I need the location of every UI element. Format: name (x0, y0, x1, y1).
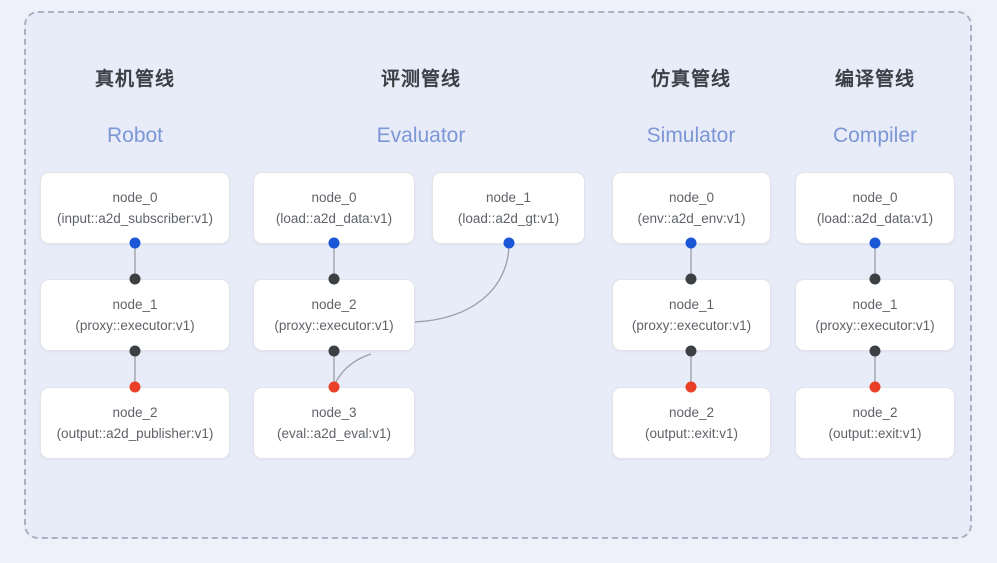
port-input-evaluator-0[interactable] (328, 237, 340, 249)
node-id: node_2 (668, 405, 715, 420)
port-output-compiler-2[interactable] (869, 381, 881, 393)
node-spec: (output::exit:v1) (644, 425, 739, 441)
port-relay-compiler-1a[interactable] (869, 273, 881, 285)
node-spec: (input::a2d_subscriber:v1) (56, 210, 214, 226)
node-id: node_2 (311, 297, 357, 312)
port-relay-simulator-1b[interactable] (685, 345, 697, 357)
node-compiler-1[interactable]: node_1 (proxy::executor:v1) (795, 279, 955, 351)
port-relay-robot-1b[interactable] (129, 345, 141, 357)
port-relay-simulator-1a[interactable] (685, 273, 697, 285)
node-id: node_0 (668, 190, 715, 205)
column-subtitle-compiler: Compiler (832, 124, 918, 147)
node-id: node_1 (485, 190, 532, 205)
node-robot-1[interactable]: node_1 (proxy::executor:v1) (40, 279, 230, 351)
column-title-compiler: 编译管线 (834, 69, 915, 90)
node-id: node_0 (112, 190, 158, 205)
node-spec: (load::a2d_data:v1) (275, 210, 393, 226)
node-id: node_3 (311, 405, 357, 420)
node-spec: (env::a2d_env:v1) (637, 210, 746, 226)
column-subtitle-simulator: Simulator (646, 124, 736, 147)
node-spec: (proxy::executor:v1) (274, 317, 394, 333)
node-id: node_2 (112, 405, 158, 420)
node-simulator-2[interactable]: node_2 (output::exit:v1) (612, 387, 771, 459)
node-evaluator-2[interactable]: node_2 (proxy::executor:v1) (253, 279, 415, 351)
port-relay-evaluator-2b[interactable] (328, 345, 340, 357)
node-robot-0[interactable]: node_0 (input::a2d_subscriber:v1) (40, 172, 230, 244)
node-spec: (load::a2d_gt:v1) (457, 210, 560, 226)
column-subtitle-robot: Robot (106, 124, 164, 147)
node-evaluator-3[interactable]: node_3 (eval::a2d_eval:v1) (253, 387, 415, 459)
node-spec: (output::a2d_publisher:v1) (56, 425, 214, 441)
port-output-evaluator-3[interactable] (328, 381, 340, 393)
node-spec: (load::a2d_data:v1) (816, 210, 934, 226)
node-spec: (proxy::executor:v1) (815, 317, 935, 333)
node-spec: (proxy::executor:v1) (631, 317, 752, 333)
port-input-robot-0[interactable] (129, 237, 141, 249)
node-id: node_0 (311, 190, 357, 205)
node-evaluator-1[interactable]: node_1 (load::a2d_gt:v1) (432, 172, 585, 244)
port-input-compiler-0[interactable] (869, 237, 881, 249)
node-id: node_1 (668, 297, 715, 312)
port-output-robot-2[interactable] (129, 381, 141, 393)
port-input-evaluator-1[interactable] (503, 237, 515, 249)
node-id: node_0 (852, 190, 898, 205)
node-spec: (proxy::executor:v1) (75, 317, 195, 333)
port-input-simulator-0[interactable] (685, 237, 697, 249)
node-id: node_1 (112, 297, 158, 312)
port-relay-compiler-1b[interactable] (869, 345, 881, 357)
column-title-evaluator: 评测管线 (380, 69, 461, 90)
column-title-robot: 真机管线 (94, 69, 175, 90)
node-compiler-0[interactable]: node_0 (load::a2d_data:v1) (795, 172, 955, 244)
node-simulator-1[interactable]: node_1 (proxy::executor:v1) (612, 279, 771, 351)
node-id: node_2 (852, 405, 898, 420)
column-title-simulator: 仿真管线 (650, 69, 731, 90)
node-simulator-0[interactable]: node_0 (env::a2d_env:v1) (612, 172, 771, 244)
node-evaluator-0[interactable]: node_0 (load::a2d_data:v1) (253, 172, 415, 244)
port-relay-evaluator-2a[interactable] (328, 273, 340, 285)
node-spec: (output::exit:v1) (828, 425, 922, 441)
port-output-simulator-2[interactable] (685, 381, 697, 393)
column-subtitle-evaluator: Evaluator (376, 124, 466, 147)
node-robot-2[interactable]: node_2 (output::a2d_publisher:v1) (40, 387, 230, 459)
node-id: node_1 (852, 297, 898, 312)
node-compiler-2[interactable]: node_2 (output::exit:v1) (795, 387, 955, 459)
port-relay-robot-1a[interactable] (129, 273, 141, 285)
node-spec: (eval::a2d_eval:v1) (276, 425, 392, 441)
